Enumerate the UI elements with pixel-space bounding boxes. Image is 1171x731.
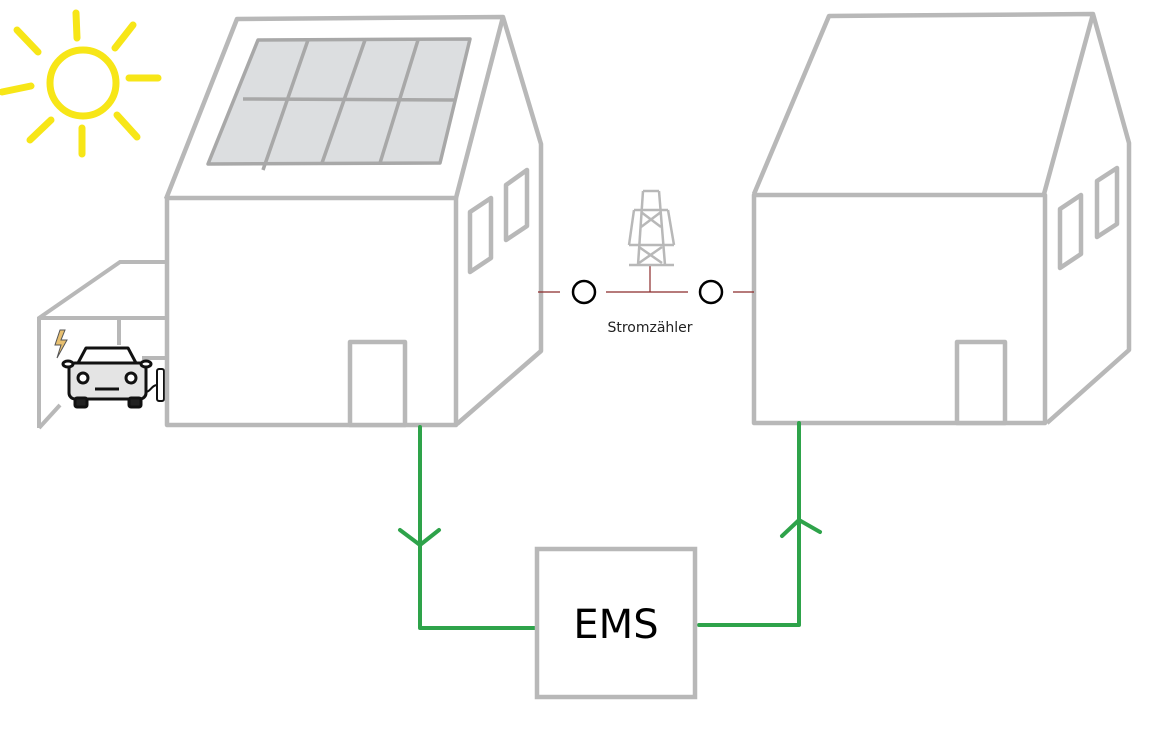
flow-ems-to-house-right [697,421,822,627]
car-icon [61,346,153,409]
house-right-roof [751,11,1132,425]
arrow-up-icon [780,518,822,538]
sun-icon [0,9,162,158]
meter-left-icon [571,279,597,305]
wallbox-icon [145,368,165,402]
house-right-window-1 [1057,192,1084,271]
grid-connection [538,265,754,293]
house-left-window-2 [503,167,530,243]
arrow-down-icon [398,528,441,547]
meter-right-icon [698,279,724,305]
house-left-roof [163,14,544,426]
ems-box: EMS [534,546,698,700]
garage [37,260,167,430]
house-right [751,11,1132,426]
solar-panels [206,37,472,171]
lightning-icon [54,329,68,359]
house-right-window-2 [1094,165,1120,240]
house-left-wall [164,195,459,428]
house-right-door [954,339,1008,426]
flow-house-left-to-ems [398,425,537,630]
house-left-door [347,339,408,428]
house-left-window-1 [467,195,494,275]
power-pylon-icon [627,189,676,267]
meter-label: Stromzähler [607,320,692,336]
ems-label: EMS [573,602,658,648]
house-left [163,14,544,428]
